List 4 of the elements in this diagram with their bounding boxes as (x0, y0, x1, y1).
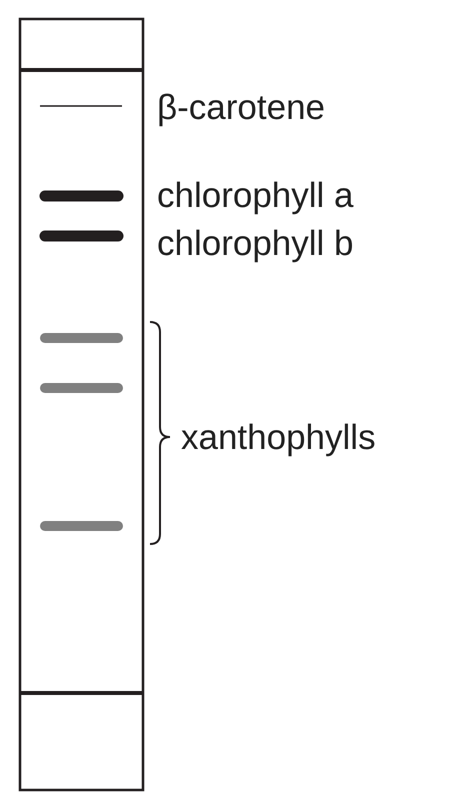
band-label: chlorophyll a (157, 176, 354, 216)
band-label: β-carotene (157, 88, 325, 128)
band-label: chlorophyll b (157, 224, 354, 264)
band-label: xanthophylls (181, 418, 376, 458)
